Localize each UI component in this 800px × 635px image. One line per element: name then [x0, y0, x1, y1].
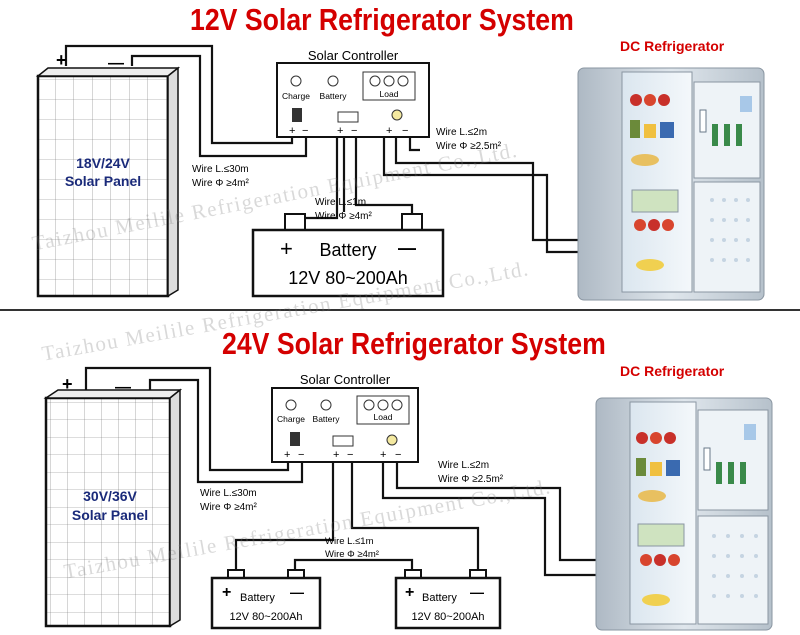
bottom-fridge-food — [636, 424, 756, 606]
top-battery-minus: — — [398, 238, 416, 258]
top-fridge-food — [630, 94, 752, 271]
bottom-battery-1-spec: 12V 80~200Ah — [229, 611, 302, 623]
bottom-wire-fridge-gauge: Wire Φ ≥2.5m² — [438, 474, 504, 485]
top-refrigerator — [577, 67, 765, 301]
bottom-term-load-plus: + — [380, 449, 386, 461]
bottom-battery-2-spec: 12V 80~200Ah — [411, 611, 484, 623]
bottom-battery-2-name: Battery — [422, 592, 457, 604]
top-wire-panel-length: Wire L.≤30m — [192, 164, 249, 175]
top-wire-battery-gauge: Wire Φ ≥4m² — [315, 211, 372, 222]
bottom-battery-2-plus: + — [405, 584, 414, 601]
bottom-panel-voltage: 30V/36V — [83, 488, 137, 504]
bottom-panel-plus: + — [62, 374, 73, 394]
top-term-bat-minus: − — [351, 125, 357, 137]
bottom-load-label: Load — [374, 412, 393, 422]
bottom-charge-label: Charge — [277, 414, 305, 424]
solar-panel-icon — [290, 432, 300, 446]
bottom-battery-2-minus: — — [470, 584, 484, 600]
bottom-title: 24V Solar Refrigerator System — [222, 326, 606, 361]
top-battery-label: Battery — [320, 91, 348, 101]
top-wire-fridge-length: Wire L.≤2m — [436, 127, 487, 138]
top-panel-voltage: 18V/24V — [76, 155, 130, 171]
bottom-battery-1 — [210, 569, 322, 630]
bottom-refrigerator — [595, 397, 773, 631]
top-battery-name: Battery — [319, 240, 376, 260]
top-term-bat-plus: + — [337, 125, 343, 137]
top-wire-fridge-gauge: Wire Φ ≥2.5m² — [436, 141, 502, 152]
top-controller-title: Solar Controller — [308, 48, 399, 63]
top-solar-controller — [276, 62, 430, 138]
top-load-label: Load — [380, 89, 399, 99]
bottom-wire-panel-length: Wire L.≤30m — [200, 488, 257, 499]
top-fridge-label: DC Refrigerator — [620, 38, 725, 54]
bottom-wire-panel-gauge: Wire Φ ≥4m² — [200, 502, 257, 513]
top-wires — [64, 44, 578, 254]
bottom-panel-minus: — — [115, 379, 131, 396]
top-wire-battery-length: Wire L.≤1m — [315, 197, 366, 208]
bottom-term-bat-minus: − — [347, 449, 353, 461]
battery-icon — [332, 435, 354, 447]
top-panel-plus: + — [56, 50, 67, 70]
bottom-wire-battery-gauge: Wire Φ ≥4m² — [325, 549, 379, 560]
top-battery-spec: 12V 80~200Ah — [288, 268, 408, 288]
bottom-controller-title: Solar Controller — [300, 372, 391, 387]
bulb-icon — [386, 434, 398, 446]
bulb-icon — [391, 109, 403, 121]
top-term-pv-plus: + — [289, 125, 295, 137]
bottom-term-pv-minus: − — [298, 449, 304, 461]
bottom-solar-panel — [43, 388, 183, 628]
bottom-battery-1-name: Battery — [240, 592, 275, 604]
top-wire-panel-gauge: Wire Φ ≥4m² — [192, 178, 249, 189]
bottom-term-bat-plus: + — [333, 449, 339, 461]
bottom-term-pv-plus: + — [284, 449, 290, 461]
section-divider — [0, 309, 800, 311]
bottom-wire-battery-length: Wire L.≤1m — [325, 536, 374, 547]
bottom-wire-fridge-length: Wire L.≤2m — [438, 460, 489, 471]
solar-panel-icon — [292, 108, 302, 122]
top-battery-plus: + — [280, 236, 293, 261]
top-battery — [251, 213, 445, 298]
bottom-solar-controller — [271, 387, 419, 463]
top-panel-minus: — — [108, 55, 124, 72]
bottom-wires — [84, 366, 598, 577]
top-solar-panel — [35, 66, 181, 298]
top-term-load-minus: − — [402, 125, 408, 137]
bottom-battery-label: Battery — [313, 414, 341, 424]
top-term-pv-minus: − — [302, 125, 308, 137]
bottom-battery-1-plus: + — [222, 584, 231, 601]
bottom-fridge-label: DC Refrigerator — [620, 363, 725, 379]
bottom-battery-1-minus: — — [290, 584, 304, 600]
top-panel-name: Solar Panel — [65, 173, 141, 189]
bottom-term-load-minus: − — [395, 449, 401, 461]
bottom-battery-2 — [394, 569, 502, 630]
top-charge-label: Charge — [282, 91, 310, 101]
bottom-panel-name: Solar Panel — [72, 507, 148, 523]
top-term-load-plus: + — [386, 125, 392, 137]
top-title: 12V Solar Refrigerator System — [190, 2, 574, 37]
battery-icon — [337, 111, 359, 123]
